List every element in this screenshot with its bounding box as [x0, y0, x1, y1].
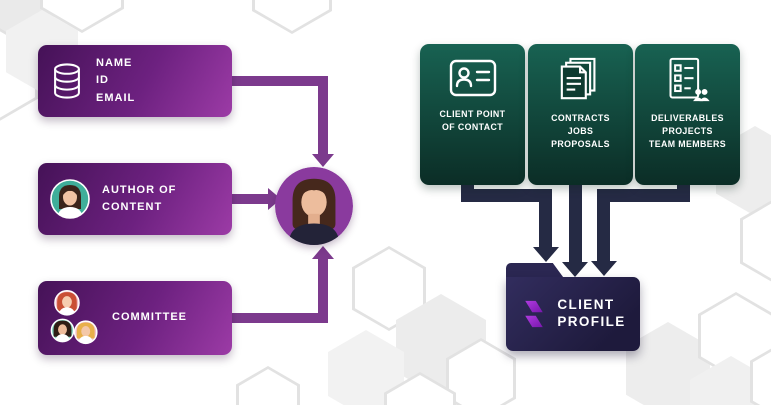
label-line: NAME: [96, 57, 133, 70]
folder-label: CLIENT PROFILE: [557, 297, 625, 331]
label-line: JOBS: [567, 126, 594, 137]
label-line: PROFILE: [557, 314, 626, 329]
info-box-client-point-of-contact: CLIENT POINT OF CONTACT: [420, 44, 525, 185]
arrowhead-up-icon: [312, 246, 334, 259]
arrow-name-to-person: [318, 76, 328, 154]
label-line: AUTHOR OF: [102, 183, 177, 196]
arrowhead-down-icon: [562, 262, 588, 277]
client-profile-folder: CLIENT PROFILE: [506, 263, 640, 352]
label-line: CLIENT POINT: [439, 109, 506, 119]
info-box-label: COMMITTEE: [112, 309, 187, 326]
label-line: CONTRACTS: [551, 113, 610, 123]
info-box-label: NAME ID EMAIL: [96, 55, 135, 106]
arrowhead-down-icon: [591, 261, 617, 276]
database-icon: [50, 62, 84, 100]
label-line: CONTENT: [102, 201, 163, 213]
hexagon-decoration: [252, 0, 332, 34]
arrow-deliverables-to-folder: [597, 189, 610, 261]
info-box-author-of-content: AUTHOR OF CONTENT: [38, 163, 232, 235]
label-line: COMMITTEE: [112, 311, 187, 324]
label-line: DELIVERABLES: [651, 113, 724, 123]
arrow-name-to-person: [208, 76, 328, 86]
folder-tab: [506, 263, 566, 281]
checklist-team-icon: [666, 57, 710, 103]
id-card-icon: [449, 57, 497, 99]
info-box-label: CONTRACTS JOBS PROPOSALS: [551, 112, 610, 152]
label-line: ID: [96, 74, 109, 87]
documents-icon: [558, 57, 604, 103]
info-box-name-id-email: NAME ID EMAIL: [38, 45, 232, 117]
person-avatar: [275, 167, 353, 245]
label-line: OF CONTACT: [441, 122, 503, 133]
info-box-label: CLIENT POINT OF CONTACT: [440, 108, 506, 134]
info-box-contracts-jobs-proposals: CONTRACTS JOBS PROPOSALS: [528, 44, 633, 185]
arrowhead-down-icon: [312, 154, 334, 167]
arrow-contact-to-folder: [539, 189, 552, 247]
author-avatar-icon: [50, 179, 90, 219]
arrow-author-to-person: [208, 194, 268, 204]
info-box-deliverables-projects-team: DELIVERABLES PROJECTS TEAM MEMBERS: [635, 44, 740, 185]
folder-body: CLIENT PROFILE: [506, 277, 640, 351]
label-line: EMAIL: [96, 91, 136, 104]
committee-avatars-icon: [50, 290, 100, 346]
info-box-label: AUTHOR OF CONTENT: [102, 182, 176, 216]
arrow-deliverables-to-folder: [597, 189, 690, 202]
arrowhead-down-icon: [533, 247, 559, 262]
label-line: CLIENT: [557, 297, 615, 313]
hexagon-decoration: [236, 366, 300, 405]
arrow-contact-to-folder: [461, 189, 552, 202]
info-box-label: DELIVERABLES PROJECTS TEAM MEMBERS: [649, 112, 726, 152]
arrow-committee-to-person: [318, 258, 328, 323]
label-line: PROJECTS: [662, 126, 713, 137]
client-profile-logo-icon: [520, 299, 548, 329]
label-line: PROPOSALS: [551, 139, 610, 150]
arrow-committee-to-person: [208, 313, 328, 323]
info-box-committee: COMMITTEE: [38, 281, 232, 355]
label-line: TEAM MEMBERS: [648, 139, 727, 150]
